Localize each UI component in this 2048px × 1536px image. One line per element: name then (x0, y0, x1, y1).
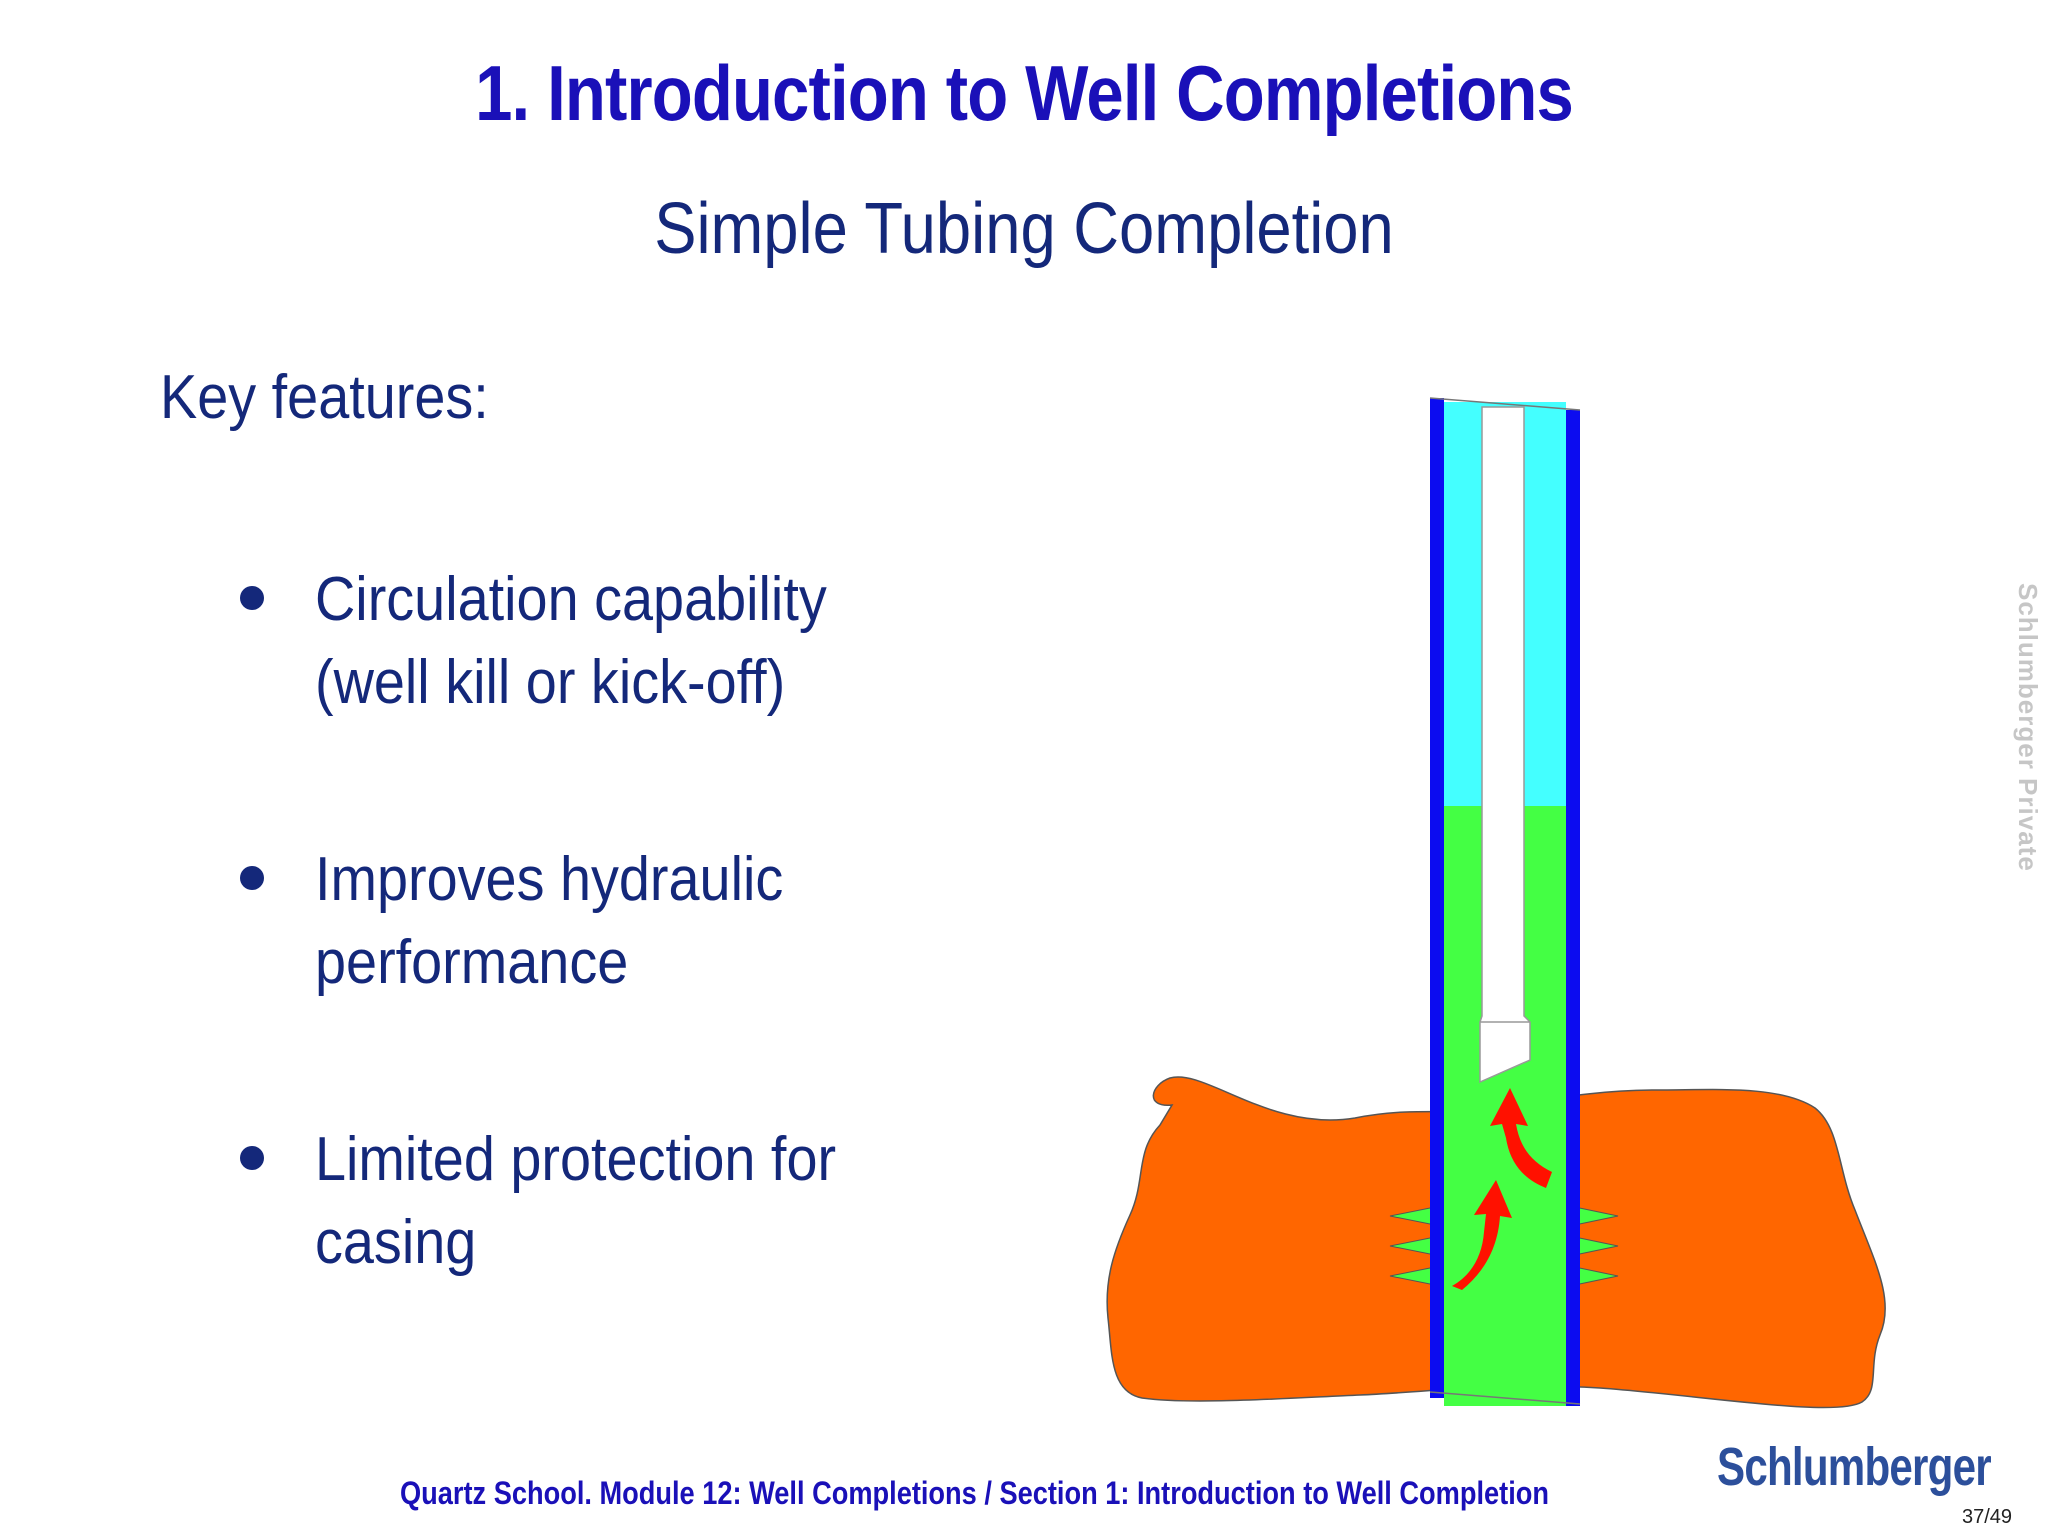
bullet-line: casing (315, 1208, 477, 1277)
page-number: 37/49 (1962, 1506, 2013, 1528)
bullet-dot-icon (240, 586, 264, 610)
bullet-text: Improves hydraulic performance (315, 838, 1035, 1004)
watermark-text: Schlumberger Private (2013, 583, 2043, 872)
flow-arrow-icon (1490, 1088, 1552, 1188)
flow-arrow-icon (1452, 1180, 1512, 1290)
tubing-string (1479, 406, 1531, 1084)
casing-right (1566, 410, 1580, 1406)
footer-text: Quartz School. Module 12: Well Completio… (400, 1475, 1549, 1511)
bullet-line: Improves hydraulic (315, 845, 784, 914)
bullet-line: Limited protection for (315, 1125, 837, 1194)
slide-subtitle: Simple Tubing Completion (654, 189, 1394, 269)
casing-left (1430, 398, 1444, 1398)
bullet-line: (well kill or kick-off) (315, 648, 786, 717)
schlumberger-logo: Schlumberger (1717, 1437, 1992, 1497)
casing-top-edge (1429, 397, 1581, 411)
bullet-line: performance (315, 928, 629, 997)
bullet-text: Limited protection for casing (315, 1118, 1035, 1284)
key-features-label: Key features: (160, 363, 489, 432)
bullet-dot-icon (240, 1146, 264, 1170)
bullet-line: Circulation capability (315, 565, 827, 634)
bullet-text: Circulation capability (well kill or kic… (315, 558, 1035, 724)
casing-bottom-edge (1429, 1391, 1581, 1405)
bullet-dot-icon (240, 866, 264, 890)
slide-title: 1. Introduction to Well Completions (475, 49, 1574, 137)
